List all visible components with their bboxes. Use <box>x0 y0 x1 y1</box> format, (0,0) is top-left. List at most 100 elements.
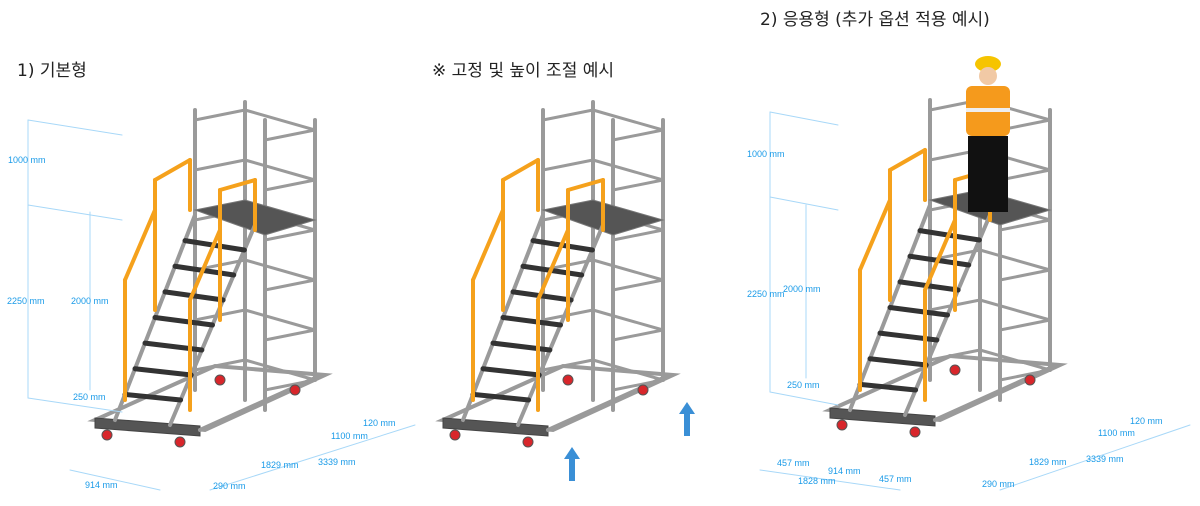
guard-tube <box>541 108 595 122</box>
bottom-step <box>94 417 201 437</box>
guard-tube <box>243 358 317 382</box>
dim-front-290: 290 mm <box>982 479 1015 489</box>
guard-tube <box>263 228 317 242</box>
caster-wheel <box>637 384 649 396</box>
dim-total-width: 1828 mm <box>798 476 836 486</box>
guard-tube <box>263 278 317 292</box>
guard-tube <box>978 298 1052 322</box>
title-applied: 2) 응용형 (추가 옵션 적용 예시) <box>760 10 990 30</box>
dim-base-height: 250 mm <box>787 380 820 390</box>
dim-guard-height: 1000 mm <box>747 149 785 159</box>
guard-tube <box>998 368 1052 382</box>
caster-wheel <box>289 384 301 396</box>
height-adjust-arrow-icon <box>679 402 695 436</box>
caster-wheel <box>949 364 961 376</box>
handrail <box>123 208 157 282</box>
guard-tube <box>541 358 595 372</box>
guard-tube <box>263 178 317 192</box>
dimension-line <box>27 397 123 413</box>
caster-wheel <box>836 419 848 431</box>
stair-tread <box>857 381 919 393</box>
guard-tube <box>928 348 982 362</box>
guard-tube <box>591 108 665 132</box>
guard-tube <box>193 158 247 172</box>
guard-tube <box>611 328 665 342</box>
dimension-line <box>27 204 123 221</box>
dim-depth-1100: 1100 mm <box>1098 428 1135 438</box>
guard-tube <box>998 218 1052 232</box>
dim-total-length: 3339 mm <box>318 457 356 467</box>
dimension-line <box>69 469 161 491</box>
guard-tube <box>243 258 317 282</box>
dim-total-height: 2250 mm <box>747 289 785 299</box>
caster-wheel <box>174 436 186 448</box>
guard-tube <box>193 108 247 122</box>
guard-tube <box>978 248 1052 272</box>
dim-total-height: 2250 mm <box>7 296 45 306</box>
handrail <box>153 158 192 182</box>
dim-base-height: 250 mm <box>73 392 106 402</box>
guard-tube <box>263 128 317 142</box>
caster-wheel <box>522 436 534 448</box>
title-fixed-height-example: ※ 고정 및 높이 조절 예시 <box>432 61 615 81</box>
guard-tube <box>611 178 665 192</box>
title-basic: 1) 기본형 <box>17 61 87 81</box>
guard-tube <box>243 158 317 182</box>
handrail <box>858 198 892 272</box>
caster-wheel <box>449 429 461 441</box>
bottom-step <box>442 417 549 437</box>
guard-tube <box>591 258 665 282</box>
stair-tread <box>867 356 929 368</box>
guard-tube <box>611 378 665 392</box>
dim-offset-120: 120 mm <box>363 418 396 428</box>
stair-tread <box>480 366 542 378</box>
dim-total-length: 3339 mm <box>1086 454 1124 464</box>
handrail <box>218 178 257 192</box>
caster-wheel <box>101 429 113 441</box>
guard-tube <box>591 358 665 382</box>
dim-front-290: 290 mm <box>213 481 246 491</box>
dim-length-1829: 1829 mm <box>1029 457 1067 467</box>
guard-tube <box>591 308 665 332</box>
guard-tube <box>998 318 1052 332</box>
caster-wheel <box>909 426 921 438</box>
stair-tread <box>510 289 574 303</box>
bottom-step <box>829 407 936 427</box>
dimension-line <box>209 424 416 491</box>
stair-tread <box>132 366 194 378</box>
dimension-line <box>769 196 839 211</box>
height-adjust-arrow-icon <box>564 447 580 481</box>
dimension-line <box>769 111 839 126</box>
stair-tread <box>142 340 205 353</box>
basic-stair <box>87 100 333 448</box>
handrail <box>536 228 570 302</box>
dimension-line <box>999 424 1191 491</box>
handrail <box>471 208 505 282</box>
dimension-line <box>769 391 839 406</box>
dim-guard-height: 1000 mm <box>8 155 46 165</box>
dimension-line <box>759 469 901 491</box>
guard-tube <box>243 108 317 132</box>
worker-figure <box>966 56 1010 212</box>
guard-tube <box>611 228 665 242</box>
handrail <box>923 218 957 292</box>
stair-tread <box>152 315 215 328</box>
adjustable-stair <box>435 100 681 448</box>
handrail <box>501 158 540 182</box>
handrail <box>566 178 605 192</box>
dim-width: 914 mm <box>85 480 118 490</box>
guard-tube <box>263 378 317 392</box>
guard-tube <box>193 358 247 372</box>
guard-tube <box>611 278 665 292</box>
stair-tread <box>500 315 563 328</box>
dim-side-right: 457 mm <box>879 474 912 484</box>
guard-tube <box>541 158 595 172</box>
guard-tube <box>998 168 1052 182</box>
stair-tread <box>162 289 226 303</box>
caster-wheel <box>214 374 226 386</box>
stair-tread <box>470 391 532 403</box>
guard-tube <box>978 348 1052 372</box>
caster-wheel <box>562 374 574 386</box>
dim-depth-1100: 1100 mm <box>331 431 368 441</box>
